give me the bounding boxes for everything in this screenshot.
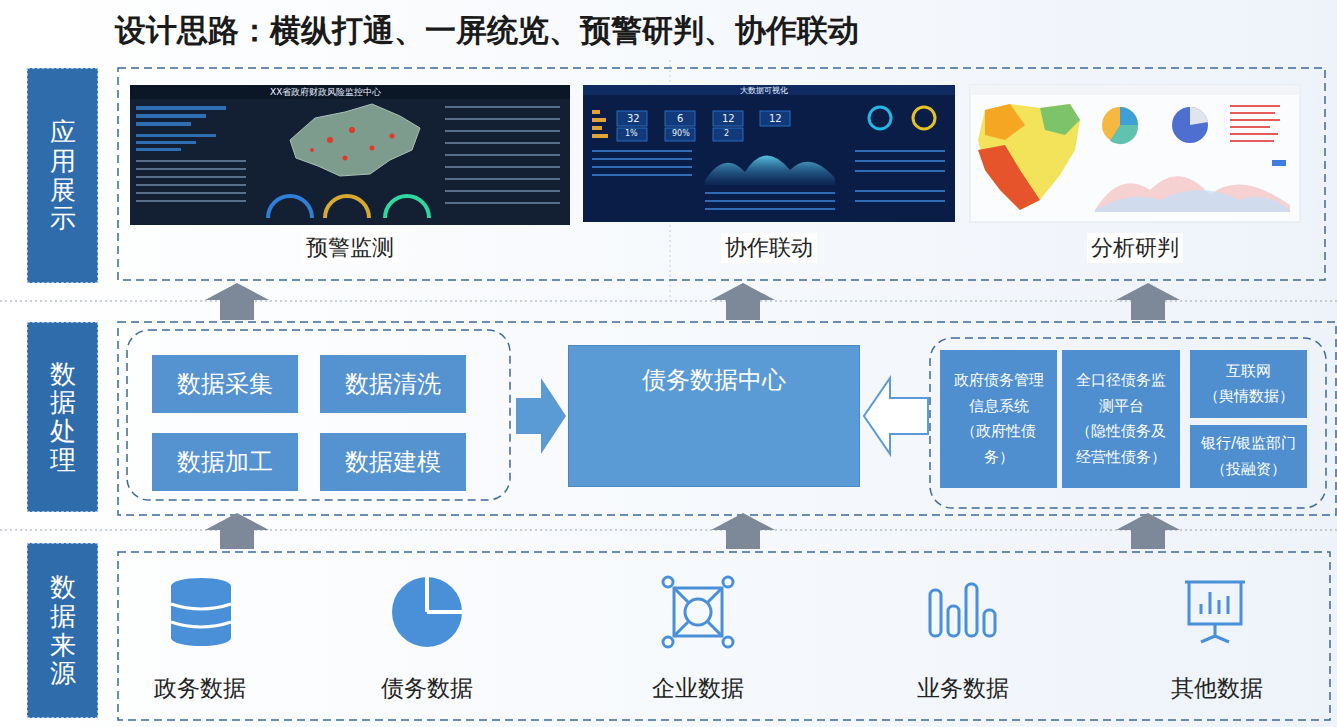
source-label: 政务数据	[130, 668, 270, 708]
source-label: 企业数据	[628, 668, 768, 708]
group-outline	[127, 330, 510, 500]
node-subtext: （政府性债务）	[948, 419, 1049, 470]
screen-text: 6	[677, 114, 683, 124]
row-label-band: 数据处理	[27, 322, 98, 512]
row-label-band: 数据来源	[27, 543, 98, 718]
system-box: 互联网（舆情数据）	[1190, 350, 1307, 418]
system-box: 政府债务管理信息系统（政府性债务）	[940, 350, 1057, 488]
row-panel	[118, 322, 1336, 515]
node-text: 分析研判	[1087, 233, 1183, 263]
process-box: 数据清洗	[320, 355, 466, 413]
node-text: 政府债务管理信息系统	[948, 368, 1049, 419]
row-panel	[118, 68, 1325, 280]
screenshot-monitor	[130, 85, 570, 225]
node-text: 其他数据	[1171, 673, 1263, 704]
process-box: 数据建模	[320, 433, 466, 491]
screen-text: 2	[724, 130, 729, 138]
row-label-band: 应用展示	[27, 68, 98, 283]
source-label: 业务数据	[893, 668, 1033, 708]
node-text: 业务数据	[917, 673, 1009, 704]
node-text: 应用展示	[50, 118, 76, 232]
screen-text: 1%	[625, 130, 638, 138]
screenshot-card: 协作联动	[583, 85, 955, 265]
screenshot-analysis	[970, 85, 1300, 222]
screen-text: 大数据可视化	[740, 87, 788, 95]
node-text: 政务数据	[154, 673, 246, 704]
block-arrow	[864, 378, 928, 454]
diagram-title: 设计思路：横纵打通、一屏统览、预警研判、协作联动	[115, 10, 859, 52]
process-box: 数据加工	[152, 433, 298, 491]
node-text: 数据来源	[50, 573, 76, 687]
node-text: 银行/银监部门	[1201, 431, 1296, 457]
node-subtext: （投融资）	[1211, 457, 1286, 483]
system-box: 全口径债务监测平台（隐性债务及经营性债务）	[1062, 350, 1180, 488]
screen-text: 32	[627, 114, 640, 124]
node-subtext: （舆情数据）	[1204, 384, 1294, 410]
group-outline	[930, 338, 1326, 508]
node-text: 预警监测	[302, 233, 398, 263]
node-text: 债务数据中心	[642, 364, 786, 396]
source-label: 债务数据	[357, 668, 497, 708]
node-text: 数据建模	[345, 446, 441, 478]
up-arrows	[205, 283, 1180, 549]
node-text: 数据清洗	[345, 368, 441, 400]
source-label: 其他数据	[1147, 668, 1287, 708]
screen-text: 12	[722, 114, 735, 124]
screenshot-cooperation	[583, 85, 955, 222]
node-text: 债务数据	[381, 673, 473, 704]
node-subtext: （隐性债务及经营性债务）	[1070, 419, 1172, 470]
screen-text: 12	[769, 114, 782, 124]
screenshot-card: 预警监测	[130, 85, 570, 265]
node-text: 数据加工	[177, 446, 273, 478]
screen-text: XX省政府财政风险监控中心	[270, 88, 381, 97]
block-arrow	[516, 378, 566, 454]
node-text: 互联网	[1226, 359, 1271, 385]
data-center-box: 债务数据中心	[568, 345, 860, 487]
node-text: 数据采集	[177, 368, 273, 400]
node-text: 全口径债务监测平台	[1070, 368, 1172, 419]
system-box: 银行/银监部门（投融资）	[1190, 425, 1307, 488]
node-text: 数据处理	[50, 360, 76, 474]
source-icons	[171, 577, 1245, 647]
screen-text: 90%	[672, 130, 690, 138]
node-text: 协作联动	[721, 233, 817, 263]
process-box: 数据采集	[152, 355, 298, 413]
row-panel	[118, 552, 1330, 720]
screenshot-card: 分析研判	[970, 85, 1300, 265]
node-text: 企业数据	[652, 673, 744, 704]
